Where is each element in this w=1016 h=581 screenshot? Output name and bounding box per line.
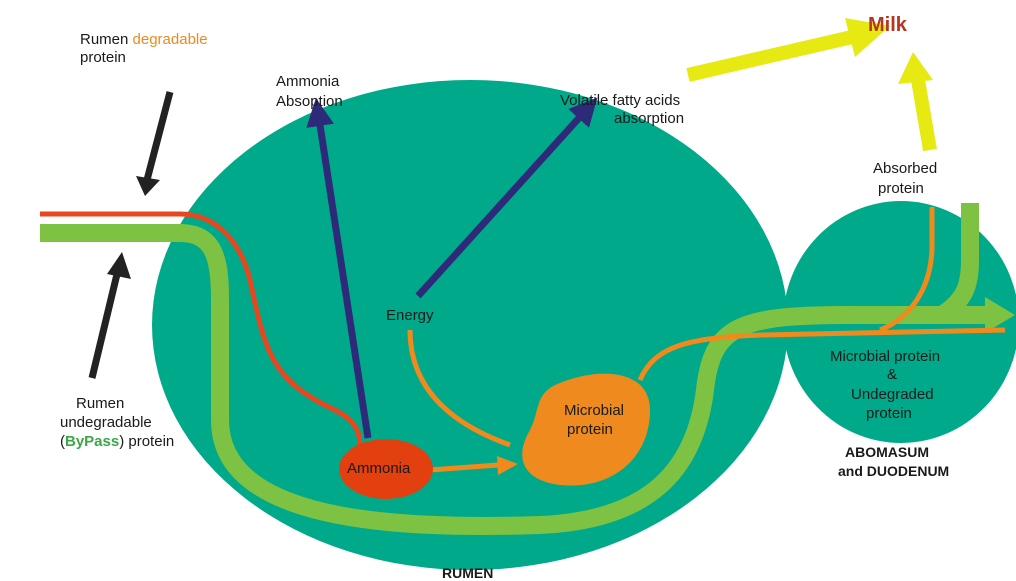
absorbed-protein-path xyxy=(879,207,935,333)
undegradable-input-arrow xyxy=(88,269,122,379)
energy-label: Energy xyxy=(386,307,434,324)
ammonia-blob xyxy=(339,439,433,499)
ammonia-to-microbial-arrow xyxy=(429,462,499,473)
abomasum-label-line1: ABOMASUM xyxy=(845,444,929,460)
undegradable-input-arrowhead xyxy=(107,252,131,279)
ammonia-absorption-label-line1: Ammonia xyxy=(276,73,340,90)
microbial-protein-label-line2: protein xyxy=(567,421,613,438)
rumen-degradable-label-line2: protein xyxy=(80,49,126,66)
vfa-absorption-label-line1: Volatile fatty acids xyxy=(560,92,680,109)
abomasum-label-line2: and DUODENUM xyxy=(838,463,949,479)
ammonia-absorption-label-line2: Absoption xyxy=(276,93,343,110)
absorbed-protein-label-line1: Absorbed xyxy=(873,160,937,177)
duodenum-content-label-line2: & xyxy=(887,366,897,383)
rumen-degradable-label: Rumen degradable xyxy=(80,31,208,48)
ammonia-absorption-arrow xyxy=(306,98,372,439)
vfa-to-milk-arrow xyxy=(686,30,854,82)
bypass-arrowhead xyxy=(985,297,1015,333)
vfa-absorption-label-line2: absorption xyxy=(614,110,684,127)
degradable-input-arrow xyxy=(143,91,174,181)
undegradable-label-line3: (ByPass) protein xyxy=(60,433,174,450)
undegradable-label-line1: Rumen xyxy=(76,395,124,412)
undegradable-label-line2: undegradable xyxy=(60,414,152,431)
bypass-to-milk-path xyxy=(936,203,979,323)
protein-to-milk-arrow xyxy=(911,78,937,152)
absorbed-protein-label-line2: protein xyxy=(878,180,924,197)
ammonia-label: Ammonia xyxy=(347,460,411,477)
microbial-protein-blob xyxy=(522,373,650,486)
ammonia-to-microbial-arrowhead xyxy=(497,456,518,475)
duodenum-content-label-line4: protein xyxy=(866,405,912,422)
microbial-to-duodenum-path xyxy=(637,327,1006,382)
energy-to-microbial-path xyxy=(407,329,511,448)
microbial-protein-label-line1: Microbial xyxy=(564,402,624,419)
protein-to-milk-arrowhead xyxy=(898,52,933,84)
degradable-protein-path xyxy=(40,211,363,446)
bypass-protein-path xyxy=(40,224,985,536)
degradable-input-arrowhead xyxy=(136,176,160,196)
vfa-absorption-arrow xyxy=(415,97,598,299)
duodenum-content-label-line1: Microbial protein xyxy=(830,348,940,365)
duodenum-content-label-line3: Undegraded xyxy=(851,386,934,403)
rumen-label: RUMEN xyxy=(442,565,493,581)
vfa-to-milk-arrowhead xyxy=(845,18,890,57)
milk-label: Milk xyxy=(868,14,908,36)
rumen-body xyxy=(152,80,788,570)
